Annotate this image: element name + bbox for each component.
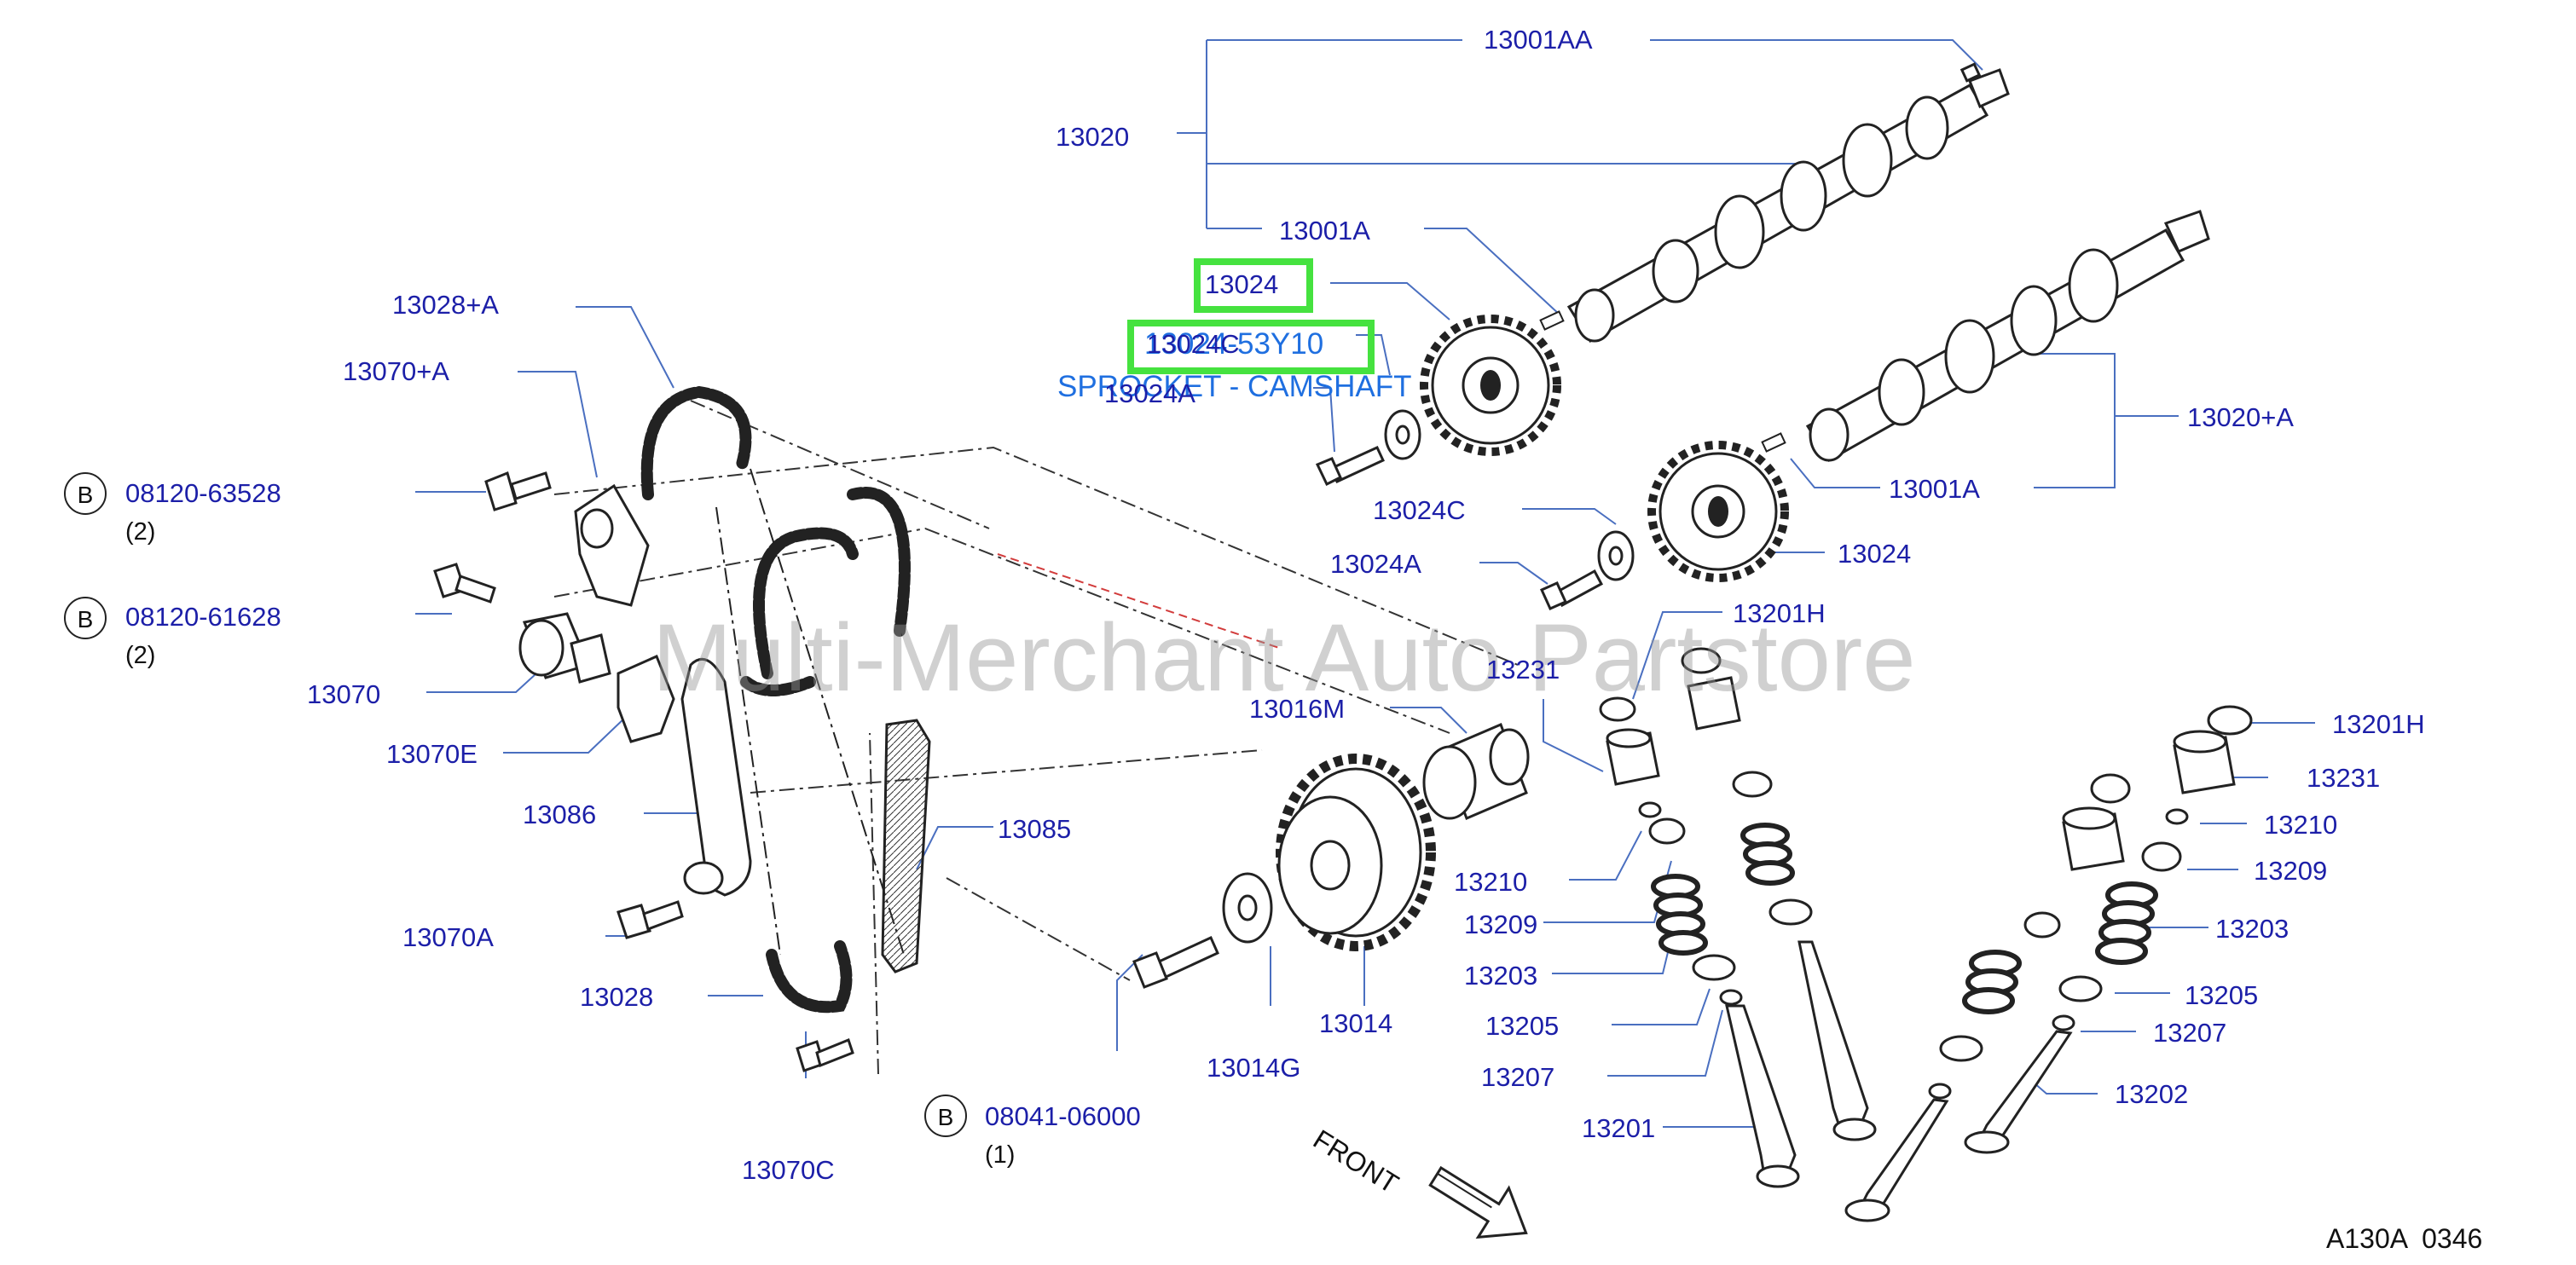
part-label-08041-06000[interactable]: 08041-06000 <box>985 1101 1141 1131</box>
part-label-13024-mid[interactable]: 13024 <box>1838 539 1912 569</box>
part-label-13016M[interactable]: 13016M <box>1249 694 1346 724</box>
part-label-13070C[interactable]: 13070C <box>742 1155 835 1185</box>
tensioner-13070A-plus <box>574 483 650 607</box>
part-label-13205-left[interactable]: 13205 <box>1485 1011 1560 1041</box>
sprocket-upper <box>1420 315 1561 456</box>
part-label-13207-right[interactable]: 13207 <box>2153 1018 2227 1048</box>
washers-bolts-cam <box>1315 409 1635 610</box>
marker-b-08120-61628: B <box>64 597 107 639</box>
part-label-13207-left[interactable]: 13207 <box>1481 1062 1555 1092</box>
part-label-13209-right[interactable]: 13209 <box>2254 856 2328 886</box>
valve-train-right <box>1844 705 2253 1222</box>
tooltip-part-number: 13024-53Y10 <box>1144 327 1324 361</box>
part-label-13210-left[interactable]: 13210 <box>1454 867 1528 897</box>
quantity-08120-61628: (2) <box>125 642 156 669</box>
part-label-13231-right[interactable]: 13231 <box>2307 763 2381 793</box>
part-label-13020[interactable]: 13020 <box>1056 122 1130 152</box>
figure-code: A130A 0346 <box>2326 1223 2483 1254</box>
chain-guide-13085 <box>881 719 931 973</box>
gasket-13070E <box>617 654 675 743</box>
marker-b-08120-63528: B <box>64 472 107 515</box>
part-label-13024A-top[interactable]: 13024A <box>1104 378 1195 408</box>
bolts-left <box>433 471 552 604</box>
marker-b-08041-06000: B <box>924 1095 967 1137</box>
red-dash-line <box>997 553 1280 649</box>
part-label-13014G[interactable]: 13014G <box>1207 1053 1301 1083</box>
part-label-13209-left[interactable]: 13209 <box>1464 910 1538 939</box>
camshaft-upper <box>1566 62 2010 344</box>
chain-run-lines <box>715 468 905 956</box>
part-label-13024-top[interactable]: 13024 <box>1205 269 1279 299</box>
part-label-13014[interactable]: 13014 <box>1319 1008 1393 1038</box>
part-label-13201H-right[interactable]: 13201H <box>2332 709 2425 739</box>
part-label-13210-right[interactable]: 13210 <box>2264 810 2338 840</box>
guide-pivot <box>683 861 724 895</box>
part-label-13070[interactable]: 13070 <box>307 679 381 709</box>
quantity-08041-06000: (1) <box>985 1141 1016 1169</box>
part-label-13086[interactable]: 13086 <box>523 800 597 829</box>
part-label-13024A-mid[interactable]: 13024A <box>1330 549 1421 579</box>
part-label-13070A[interactable]: 13070A <box>402 922 494 952</box>
dowel-pin-lower <box>1761 432 1786 453</box>
highlight-box-13024[interactable] <box>1194 258 1313 313</box>
timing-chain-upper <box>640 385 911 696</box>
part-label-13001A-mid[interactable]: 13001A <box>1889 474 1980 504</box>
part-label-13024C-top[interactable]: 13024C <box>1147 329 1240 359</box>
part-label-08120-63528[interactable]: 08120-63528 <box>125 478 281 508</box>
part-label-13085[interactable]: 13085 <box>998 814 1072 844</box>
sprocket-lower <box>1647 441 1789 582</box>
part-label-13202[interactable]: 13202 <box>2115 1079 2189 1109</box>
part-label-13231-left[interactable]: 13231 <box>1486 655 1560 684</box>
crank-sprocket <box>1276 754 1436 951</box>
tooltip-description: SPROCKET - CAMSHAFT <box>1057 370 1412 403</box>
timing-chain-lower <box>766 940 853 1014</box>
tensioner-13070 <box>518 612 611 684</box>
crank-washer-bolt <box>1132 872 1273 989</box>
alignment-lines <box>553 400 1519 1075</box>
part-label-13028A[interactable]: 13028+A <box>392 290 499 320</box>
valve-train-left <box>1599 647 1877 1188</box>
part-label-13203-left[interactable]: 13203 <box>1464 961 1538 991</box>
dowel-pin <box>1539 310 1565 331</box>
part-label-13201[interactable]: 13201 <box>1582 1113 1656 1143</box>
idler-13016M <box>1422 723 1530 820</box>
part-label-13070E[interactable]: 13070E <box>386 739 478 769</box>
slack-guide-13086 <box>680 657 752 897</box>
part-label-08120-61628[interactable]: 08120-61628 <box>125 602 281 632</box>
bolt-13070C <box>796 1038 854 1072</box>
quantity-08120-63528: (2) <box>125 518 156 546</box>
leader-lines <box>415 39 2315 1128</box>
front-arrow <box>1428 1165 1528 1239</box>
part-label-13028[interactable]: 13028 <box>580 982 654 1012</box>
highlight-box-13024C[interactable] <box>1127 320 1375 374</box>
part-label-13020A[interactable]: 13020+A <box>2187 402 2294 432</box>
bolt-13070A <box>617 900 684 939</box>
part-label-13070A-plus[interactable]: 13070+A <box>343 356 449 386</box>
part-label-13024C-mid[interactable]: 13024C <box>1373 495 1466 525</box>
part-label-13205-right[interactable]: 13205 <box>2185 980 2259 1010</box>
part-label-13001A-top[interactable]: 13001A <box>1279 216 1370 245</box>
part-label-13203-right[interactable]: 13203 <box>2215 914 2289 944</box>
part-label-13001AA[interactable]: 13001AA <box>1484 25 1593 55</box>
camshaft-lower <box>1805 210 2210 463</box>
part-label-13201H-left[interactable]: 13201H <box>1733 598 1826 628</box>
